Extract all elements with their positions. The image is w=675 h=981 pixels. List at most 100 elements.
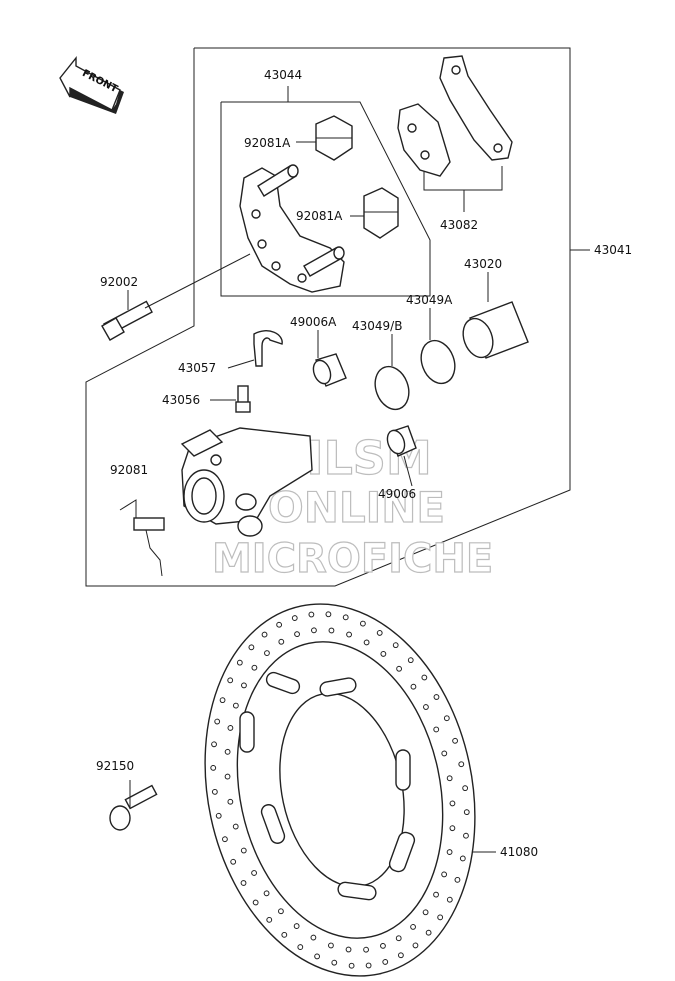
disc-screw-92150 — [109, 784, 158, 831]
label-92081A-top: 92081A — [244, 136, 291, 150]
disc-vent-hole — [395, 935, 402, 942]
bracket-group-frame-43044 — [220, 101, 431, 297]
disc-vent-hole — [346, 631, 352, 638]
disc-vent-hole — [433, 891, 439, 898]
disc-vent-hole — [240, 847, 247, 854]
disc-vent-hole — [348, 962, 355, 969]
disc-vent-hole — [441, 750, 448, 757]
disc-vent-hole — [278, 908, 284, 915]
disc-vent-hole — [462, 785, 469, 792]
pin-boot-92081A-mid — [363, 187, 399, 239]
disc-vent-hole — [421, 674, 428, 681]
disc-vent-hole — [251, 870, 257, 876]
disc-vent-hole — [449, 800, 456, 807]
label-49006A: 49006A — [290, 315, 337, 329]
disc-vent-hole — [412, 942, 419, 949]
disc-vent-hole — [240, 880, 247, 886]
disc-vent-hole — [328, 942, 334, 949]
disc-vent-hole — [446, 849, 453, 855]
label-43020: 43020 — [464, 257, 502, 271]
label-49006: 49006 — [378, 487, 416, 501]
disc-vent-hole — [452, 737, 458, 744]
disc-vent-hole — [241, 682, 247, 689]
disc-vent-hole — [422, 909, 429, 916]
disc-vent-hole — [441, 871, 448, 878]
label-43082: 43082 — [440, 218, 478, 232]
disc-vent-hole — [276, 621, 283, 628]
disc-vent-hole — [293, 923, 300, 929]
front-arrow-icon: FRONT — [59, 56, 124, 114]
disc-vent-hole — [214, 718, 221, 725]
disc-vent-hole — [261, 631, 268, 638]
disc-vent-hole — [365, 962, 372, 969]
disc-vent-hole — [463, 809, 470, 816]
disc-vent-holes — [210, 611, 470, 969]
disc-vent-hole — [224, 773, 231, 780]
disc-vent-hole — [410, 683, 417, 690]
disc-vent-hole — [425, 929, 432, 936]
label-92150: 92150 — [96, 759, 134, 773]
disc-vent-hole — [325, 611, 332, 618]
disc-vent-hole — [278, 638, 285, 645]
disc-vent-hole — [227, 725, 234, 731]
disc-vent-hole — [433, 694, 440, 700]
disc-vent-hole — [410, 924, 416, 930]
disc-vent-hole — [281, 931, 288, 938]
bleeder-valve-43056 — [235, 385, 251, 413]
disc-vent-hole — [227, 798, 234, 805]
disc-vent-hole — [230, 858, 237, 865]
disc-vent-hole — [397, 952, 404, 959]
disc-vent-hole — [266, 916, 273, 923]
piston-seal-43049A — [420, 339, 456, 385]
label-43044: 43044 — [264, 68, 302, 82]
disc-vent-hole — [263, 890, 270, 897]
label-92002: 92002 — [100, 275, 138, 289]
disc-vent-hole — [328, 627, 335, 634]
label-41080: 41080 — [500, 845, 538, 859]
label-43057: 43057 — [178, 361, 216, 375]
disc-vent-hole — [297, 944, 304, 950]
disc-vent-hole — [224, 748, 231, 755]
label-43049B: 43049/B — [352, 319, 402, 333]
disc-vent-hole — [215, 812, 222, 819]
disc-vent-hole — [311, 627, 317, 634]
disc-vent-hole — [437, 914, 444, 921]
label-92081A-mid: 92081A — [296, 209, 343, 223]
disc-vent-hole — [345, 946, 352, 953]
disc-vent-hole — [363, 946, 369, 953]
brake-pads-43082 — [397, 55, 513, 177]
brake-disc-41080 — [204, 603, 476, 977]
disc-vent-hole — [232, 823, 239, 830]
disc-vent-hole — [459, 855, 466, 862]
disc-vent-hole — [380, 942, 386, 949]
watermark-line-3: MICROFICHE — [212, 536, 493, 582]
disc-vent-hole — [396, 665, 402, 672]
boot-49006A — [312, 353, 347, 387]
disc-vent-hole — [458, 761, 465, 768]
disc-vent-hole — [360, 620, 366, 627]
pad-spring-92081 — [119, 499, 165, 577]
disc-vent-hole — [211, 788, 218, 795]
disc-vent-hole — [443, 715, 450, 722]
disc-vent-hole — [264, 650, 270, 656]
dust-seal-43049B — [374, 365, 410, 411]
disc-vent-hole — [314, 953, 320, 960]
watermark-line-2: ONLINE — [268, 483, 445, 532]
pad-group-bracket — [423, 166, 503, 191]
disc-vent-hole — [232, 702, 239, 709]
disc-vent-hole — [310, 934, 317, 941]
disc-vent-hole — [219, 697, 226, 704]
disc-vent-hole — [407, 657, 414, 664]
boot-49006 — [386, 425, 417, 457]
disc-vent-hole — [376, 630, 383, 636]
brake-pipe-43057 — [253, 330, 283, 367]
disc-vent-hole — [382, 959, 389, 965]
mounting-bolt-92002 — [101, 300, 153, 341]
disc-vent-hole — [433, 726, 440, 733]
disc-vent-hole — [251, 664, 258, 671]
disc-vent-hole — [210, 764, 217, 771]
label-92081: 92081 — [110, 463, 148, 477]
disc-vent-hole — [446, 896, 453, 903]
disc-vent-hole — [222, 836, 228, 843]
